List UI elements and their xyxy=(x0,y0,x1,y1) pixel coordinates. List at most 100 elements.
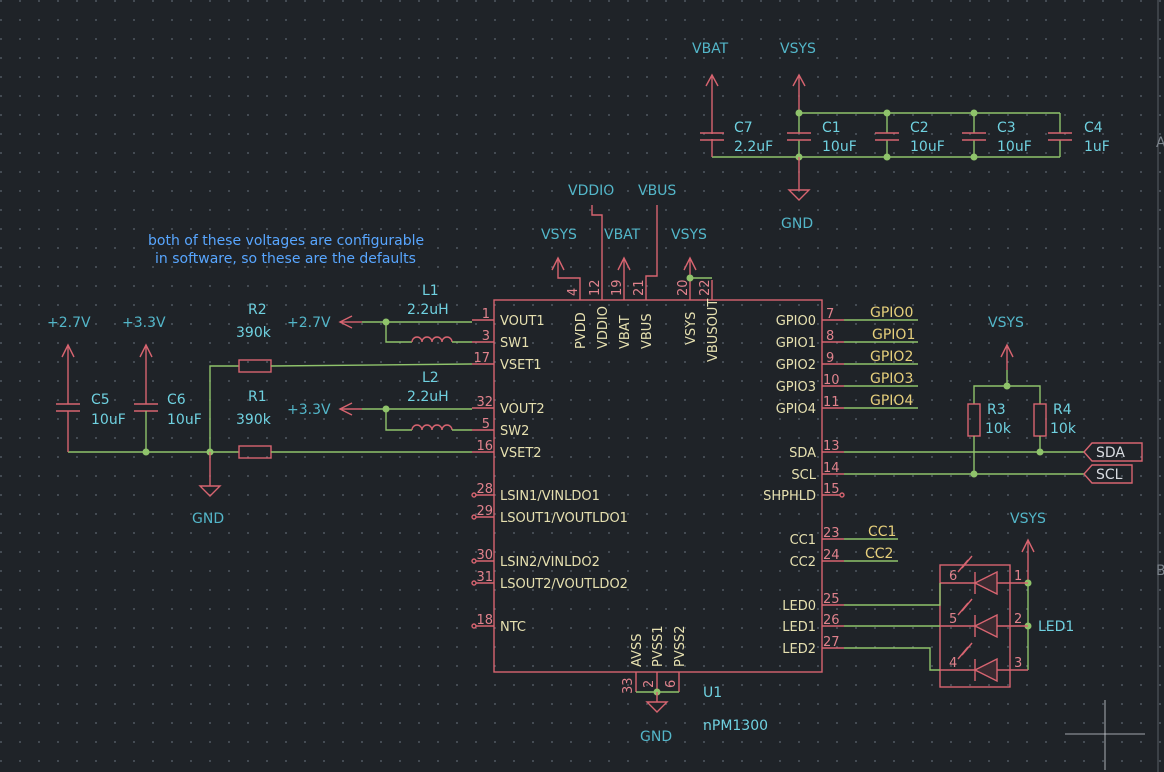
ground-icon xyxy=(645,701,669,713)
pin-num: 24 xyxy=(823,548,840,563)
c1-value: 10uF xyxy=(822,139,857,155)
v33-label-buck: +3.3V xyxy=(287,402,331,418)
pin-name: SW1 xyxy=(500,336,529,351)
arrow-icon xyxy=(1021,538,1035,553)
l2-ref: L2 xyxy=(422,370,439,386)
pin-num: 13 xyxy=(823,439,840,454)
junction xyxy=(970,109,978,117)
pin-name: SDA xyxy=(789,446,816,461)
c4-value: 1uF xyxy=(1084,139,1110,155)
junction xyxy=(686,274,694,282)
pin-name: PVSS2 xyxy=(673,625,688,667)
pin-name: VSET2 xyxy=(500,446,542,461)
ground-icon xyxy=(787,189,811,201)
arrow-icon xyxy=(338,315,353,329)
pin-name: GPIO1 xyxy=(776,336,816,351)
c6-value: 10uF xyxy=(167,412,202,428)
led-pin: 3 xyxy=(1014,656,1022,671)
pin-name: GPIO3 xyxy=(776,380,816,395)
vsys-label-led: VSYS xyxy=(1010,511,1046,527)
ic-body xyxy=(493,299,823,673)
buck-section: +2.7V L1 2.2uH +3.3V L2 2.2uH R2 390k R1… xyxy=(47,283,473,527)
arrow-icon xyxy=(1000,343,1014,358)
cursor-crosshair xyxy=(1065,700,1145,770)
pin-num: 30 xyxy=(476,548,493,563)
c7-ref: C7 xyxy=(734,120,753,136)
pin-num: 14 xyxy=(823,461,840,476)
c2-ref: C2 xyxy=(910,120,929,136)
pin-num: 6 xyxy=(664,680,679,688)
side-mark-a: A xyxy=(1156,135,1164,151)
vsys-arrow-icon xyxy=(551,256,565,271)
led-ref: LED1 xyxy=(1038,619,1074,635)
c7-gap xyxy=(708,134,716,139)
pin-name: AVSS xyxy=(630,634,645,667)
pin-name: LED1 xyxy=(782,620,816,635)
ic-u1: U1 nPM1300 1 3 17 32 5 16 28 29 30 31 18… xyxy=(471,279,845,745)
side-mark-b: B xyxy=(1156,563,1164,579)
gpio-labels: GPIO0 GPIO1 GPIO2 GPIO3 GPIO4 CC1 CC2 xyxy=(844,305,918,562)
net-gpio4: GPIO4 xyxy=(870,393,913,409)
c3-value: 10uF xyxy=(997,139,1032,155)
pin-num: 8 xyxy=(826,329,834,344)
junction xyxy=(1036,448,1044,456)
pin-name: VSET1 xyxy=(500,358,542,373)
pin-num: 2 xyxy=(642,680,657,688)
led-2 xyxy=(940,642,1028,683)
pin-num: 22 xyxy=(698,279,713,296)
net-gpio2: GPIO2 xyxy=(870,349,913,365)
pin-name: GPIO2 xyxy=(776,358,816,373)
junction xyxy=(970,153,978,161)
i2c-pullups: VSYS R3 10k R4 10k SDA SCL xyxy=(844,315,1143,484)
scl-label-shape xyxy=(1083,464,1133,484)
ic-value: nPM1300 xyxy=(703,718,768,734)
ic-ref: U1 xyxy=(703,685,722,701)
net-gpio1: GPIO1 xyxy=(872,327,915,343)
pin-num: 32 xyxy=(476,395,493,410)
pin-num: 26 xyxy=(823,613,840,628)
vbat-label-ic: VBAT xyxy=(604,227,641,243)
pin-num: 4 xyxy=(566,288,581,296)
junction xyxy=(883,109,891,117)
ic-left-pins: 1 3 17 32 5 16 28 29 30 31 18 VOUT1 SW1 … xyxy=(471,307,628,635)
r3-ref: R3 xyxy=(987,402,1006,418)
net-scl: SCL xyxy=(1096,467,1123,483)
ic-top-pins: 4 12 19 21 20 22 PVDD VDDIO VBAT VBUS VS… xyxy=(566,279,721,362)
ic-bottom-pins: GND 33 2 6 AVSS PVSS1 PVSS2 xyxy=(621,625,688,745)
pin-num: 10 xyxy=(823,373,840,388)
pin-name: GPIO0 xyxy=(776,314,816,329)
gnd-label-top: GND xyxy=(781,216,813,232)
net-sda: SDA xyxy=(1096,445,1125,461)
pin-num: 33 xyxy=(621,677,636,694)
pin-num: 23 xyxy=(823,526,840,541)
net-cc2: CC2 xyxy=(865,546,893,562)
vsys-power-label: VSYS xyxy=(780,41,816,57)
pin-num: 25 xyxy=(823,592,840,607)
pin-num: 1 xyxy=(482,307,490,322)
l1-ref: L1 xyxy=(422,283,439,299)
arrow-icon xyxy=(338,402,353,416)
decoupling-caps-group: VBAT VSYS C7 2.2uF C1 10uF C2 10uF xyxy=(692,41,1110,232)
net-gpio0: GPIO0 xyxy=(870,305,913,321)
gnd-label-left: GND xyxy=(192,511,224,527)
arrow-icon xyxy=(139,343,153,358)
pin-name: PVSS1 xyxy=(651,625,666,667)
c2-value: 10uF xyxy=(910,139,945,155)
vddio-label: VDDIO xyxy=(568,183,614,199)
ic-supply-connections: VSYS VDDIO VBAT VBUS VSYS xyxy=(541,183,712,282)
pin-num: 17 xyxy=(473,351,490,366)
pin-num: 11 xyxy=(823,395,840,410)
gnd-label-ic: GND xyxy=(640,729,672,745)
vsys-arrow-icon xyxy=(792,73,806,87)
pin-num: 7 xyxy=(826,307,834,322)
pin-num: 27 xyxy=(823,635,840,650)
pin-num: 28 xyxy=(476,482,493,497)
note-line-1: both of these voltages are configurable xyxy=(148,233,424,249)
vsys-arrow-icon xyxy=(683,256,697,271)
pin-name: VDDIO xyxy=(596,306,611,349)
pin-num: 15 xyxy=(823,482,840,497)
r4-value: 10k xyxy=(1050,421,1077,437)
ground-icon xyxy=(198,485,222,497)
c5-value: 10uF xyxy=(91,412,126,428)
pin-name: VBAT xyxy=(618,315,633,349)
